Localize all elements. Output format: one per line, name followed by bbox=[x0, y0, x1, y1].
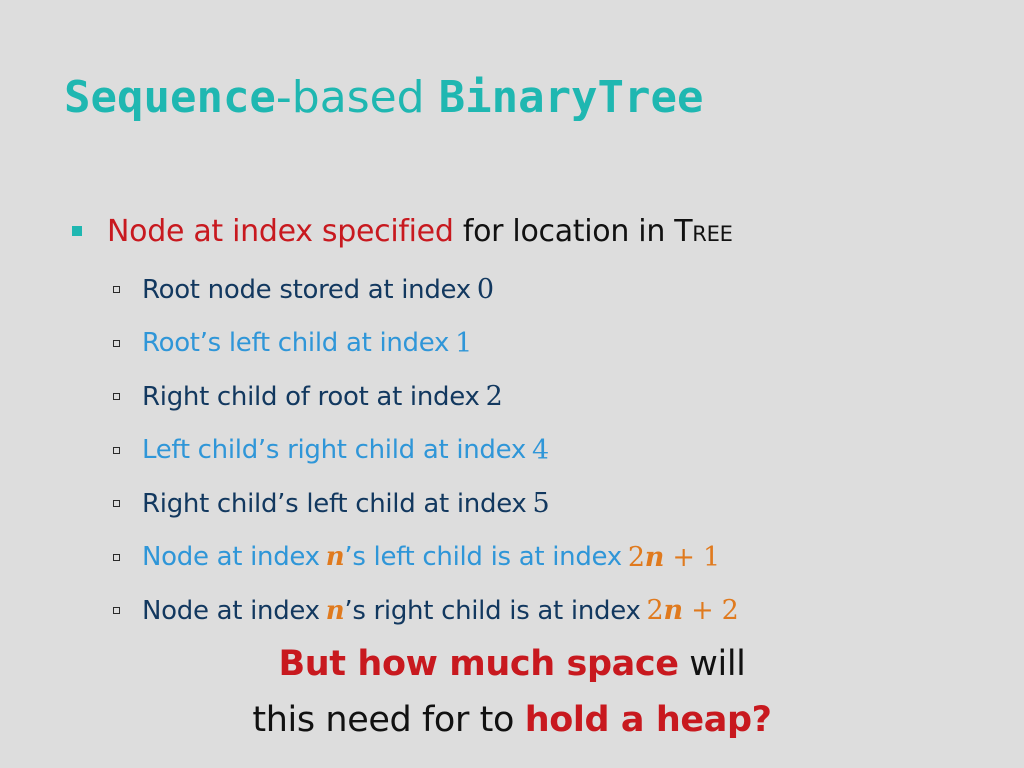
slide-title: Sequence-based BinaryTree bbox=[64, 70, 704, 126]
closing-line-2-highlight: hold a heap? bbox=[524, 700, 772, 740]
list-item: Node at index n’s left child is at index… bbox=[113, 531, 993, 585]
list-item-prefix: Node at index bbox=[142, 542, 320, 573]
closing-line-1-highlight: But how much space bbox=[278, 644, 679, 684]
list-item-formula: 2n + 1 bbox=[628, 542, 720, 573]
list-item-text: Right child of root at index bbox=[142, 381, 480, 412]
list-item-variable: n bbox=[325, 542, 345, 573]
closing-line-1: But how much space will bbox=[0, 636, 1024, 692]
list-item: Root node stored at index 0 bbox=[113, 263, 993, 317]
list-item: Left child’s right child at index 4 bbox=[113, 424, 993, 478]
list-item-variable: n bbox=[325, 595, 345, 626]
main-bullet-rest: for location in bbox=[453, 213, 675, 249]
list-item: Right child’s left child at index 5 bbox=[113, 477, 993, 531]
main-bullet-highlight: Node at index specified bbox=[107, 213, 454, 249]
list-item-text: Right child’s left child at index bbox=[142, 488, 527, 519]
closing-question: But how much space will this need for to… bbox=[0, 636, 1024, 748]
list-item-value: 5 bbox=[532, 488, 550, 520]
formula-number: 2 bbox=[627, 541, 645, 573]
list-item-value: 0 bbox=[476, 274, 494, 306]
main-bullet-text: Node at index specified for location in … bbox=[107, 214, 733, 249]
closing-line-2: this need for to hold a heap? bbox=[0, 692, 1024, 748]
formula-number: 2 bbox=[646, 595, 664, 627]
hollow-square-bullet-icon bbox=[113, 446, 120, 454]
list-item-text: Root’s left child at index bbox=[142, 328, 450, 359]
title-binarytree: BinaryTree bbox=[438, 72, 704, 123]
formula-variable: n bbox=[644, 541, 665, 573]
list-item-formula: 2n + 2 bbox=[647, 595, 739, 626]
main-bullet: Node at index specified for location in … bbox=[72, 206, 972, 256]
sub-bullet-list: Root node stored at index 0 Root’s left … bbox=[113, 263, 993, 638]
hollow-square-bullet-icon bbox=[113, 393, 120, 401]
square-bullet-icon bbox=[72, 226, 82, 236]
title-sequence: Sequence bbox=[64, 72, 276, 123]
formula-variable: n bbox=[663, 595, 683, 627]
list-item: Root’s left child at index 1 bbox=[113, 317, 993, 371]
main-bullet-tree-word: Tree bbox=[674, 213, 733, 249]
list-item-prefix: Node at index bbox=[142, 595, 320, 626]
list-item-mid: ’s left child is at index bbox=[344, 542, 622, 573]
list-item-value: 1 bbox=[455, 327, 472, 359]
list-item-text: Root node stored at index bbox=[142, 274, 471, 305]
list-item: Right child of root at index 2 bbox=[113, 370, 993, 424]
closing-line-1-rest: will bbox=[678, 644, 746, 684]
closing-line-2-start: this need for to bbox=[252, 700, 525, 740]
title-based: -based bbox=[275, 72, 439, 123]
list-item-value: 4 bbox=[531, 434, 549, 466]
list-item-text: Left child’s right child at index bbox=[142, 435, 526, 466]
hollow-square-bullet-icon bbox=[113, 607, 120, 615]
formula-rest: + 1 bbox=[664, 541, 720, 573]
hollow-square-bullet-icon bbox=[113, 553, 120, 561]
hollow-square-bullet-icon bbox=[113, 500, 120, 508]
hollow-square-bullet-icon bbox=[113, 286, 120, 294]
list-item-mid: ’s right child is at index bbox=[344, 595, 641, 626]
formula-rest: + 2 bbox=[682, 595, 739, 627]
list-item: Node at index n’s right child is at inde… bbox=[113, 584, 993, 638]
list-item-value: 2 bbox=[485, 381, 503, 413]
hollow-square-bullet-icon bbox=[113, 339, 120, 347]
